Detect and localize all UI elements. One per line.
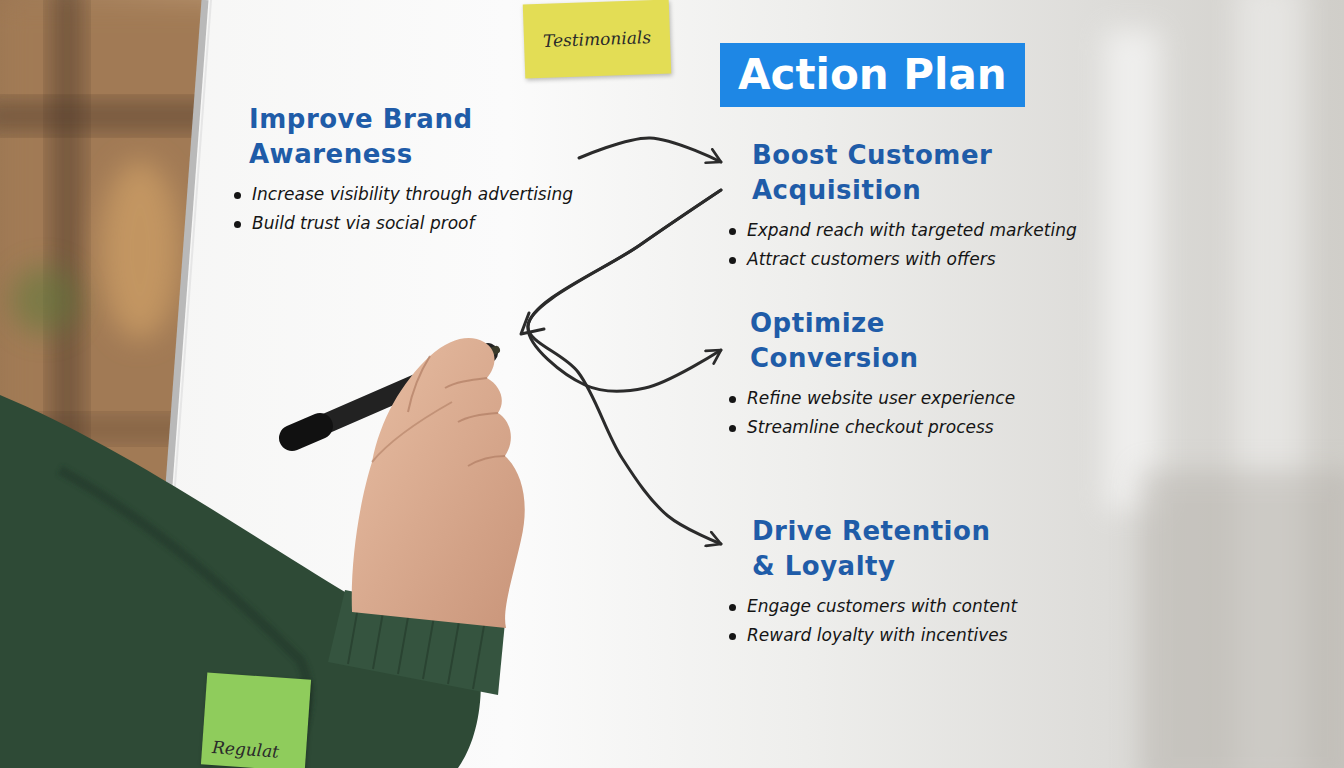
window-glow xyxy=(1105,30,1160,510)
pen-cap xyxy=(292,426,320,438)
sticky-note: Testimonials xyxy=(523,0,671,79)
thumb-line xyxy=(372,402,452,462)
step-heading: Drive Retention & Loyalty xyxy=(752,514,1002,584)
step-bullet: Refine website user experience xyxy=(727,384,1015,413)
step-bullet: Attract customers with offers xyxy=(727,245,1077,274)
plan-step: Drive Retention & LoyaltyEngage customer… xyxy=(727,514,1017,650)
flow-arrow xyxy=(528,190,721,544)
note-text: Testimonials xyxy=(543,27,652,51)
flow-arrow xyxy=(528,190,721,391)
step-bullet: Expand reach with targeted marketing xyxy=(727,216,1077,245)
light-bokeh xyxy=(100,160,180,340)
hand xyxy=(352,338,525,628)
room-shadow xyxy=(1140,470,1344,768)
step-bullet: Increase visibility through advertising xyxy=(232,180,573,209)
step-bullet: Streamline checkout process xyxy=(727,413,1015,442)
note-text: Regulat xyxy=(211,737,279,762)
step-heading: Boost Customer Acquisition xyxy=(752,138,1002,208)
plant-bokeh xyxy=(11,266,79,334)
knuckle-line xyxy=(408,356,430,412)
plan-step: Improve Brand AwarenessIncrease visibili… xyxy=(232,102,573,238)
step-heading: Improve Brand Awareness xyxy=(249,102,499,172)
flow-arrow xyxy=(579,138,721,162)
title-banner: Action Plan xyxy=(720,43,1025,107)
step-bullet: Reward loyalty with incentives xyxy=(727,621,1017,650)
step-bullet: Engage customers with content xyxy=(727,592,1017,621)
step-bullet: Build trust via social proof xyxy=(232,209,573,238)
finger-lines xyxy=(445,378,505,466)
plan-step: Optimize ConversionRefine website user e… xyxy=(727,306,1015,442)
plan-step: Boost Customer AcquisitionExpand reach w… xyxy=(727,138,1077,274)
sticky-note: Regulat xyxy=(201,672,311,768)
step-heading: Optimize Conversion xyxy=(750,306,1000,376)
